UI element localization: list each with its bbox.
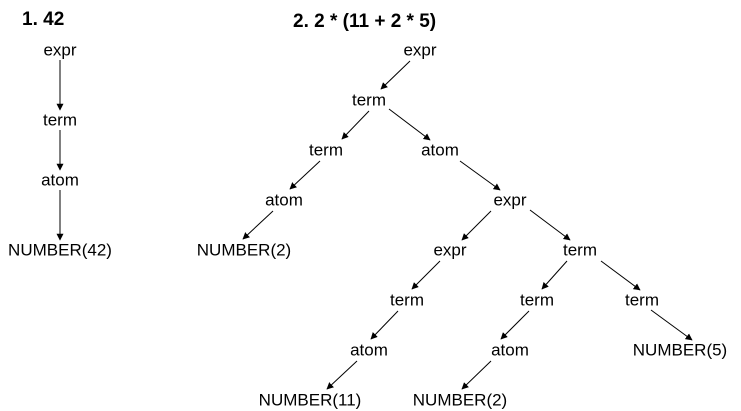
- node-term: term: [390, 290, 424, 310]
- node-expr-root: expr: [403, 40, 437, 60]
- tree-edge-arrow: [341, 110, 370, 140]
- node-number-42: NUMBER(42): [8, 240, 112, 260]
- tree-edge-arrow: [461, 360, 492, 390]
- node-term: term: [352, 90, 386, 110]
- node-term: term: [625, 290, 659, 310]
- tree-edge-arrow: [370, 310, 399, 340]
- tree-edge-arrow: [289, 160, 321, 190]
- tree-edge-arrow: [529, 209, 571, 241]
- tree-edge-arrow: [459, 160, 501, 191]
- tree-edge-arrow: [461, 210, 492, 241]
- node-number-5: NUMBER(5): [632, 340, 728, 360]
- node-atom: atom: [41, 170, 79, 190]
- node-expr: expr: [43, 40, 77, 60]
- tree-edge-arrow: [380, 60, 411, 90]
- node-number-11: NUMBER(11): [258, 390, 362, 410]
- tree-edge-arrow: [326, 360, 358, 390]
- node-atom: atom: [491, 340, 529, 360]
- node-number-2: NUMBER(2): [196, 240, 292, 260]
- tree-edge-arrow: [388, 108, 431, 141]
- node-atom: atom: [265, 190, 303, 210]
- tree-edge-arrow: [500, 310, 530, 340]
- tree-edge-arrow: [411, 260, 441, 290]
- node-term: term: [309, 140, 343, 160]
- node-expr: expr: [433, 240, 467, 260]
- tree-edge-arrow: [242, 210, 274, 240]
- node-number-2: NUMBER(2): [412, 390, 508, 410]
- node-atom: atom: [421, 140, 459, 160]
- node-term: term: [43, 110, 77, 130]
- diagram1-title: 1. 42: [22, 9, 65, 30]
- node-term: term: [563, 240, 597, 260]
- node-term: term: [520, 290, 554, 310]
- tree-edge-arrow: [541, 260, 568, 290]
- node-atom: atom: [350, 340, 388, 360]
- diagram2-title: 2. 2 * (11 + 2 * 5): [293, 11, 437, 32]
- tree-edge-arrow: [600, 260, 641, 291]
- node-expr: expr: [493, 190, 527, 210]
- tree-edge-arrow: [650, 309, 693, 341]
